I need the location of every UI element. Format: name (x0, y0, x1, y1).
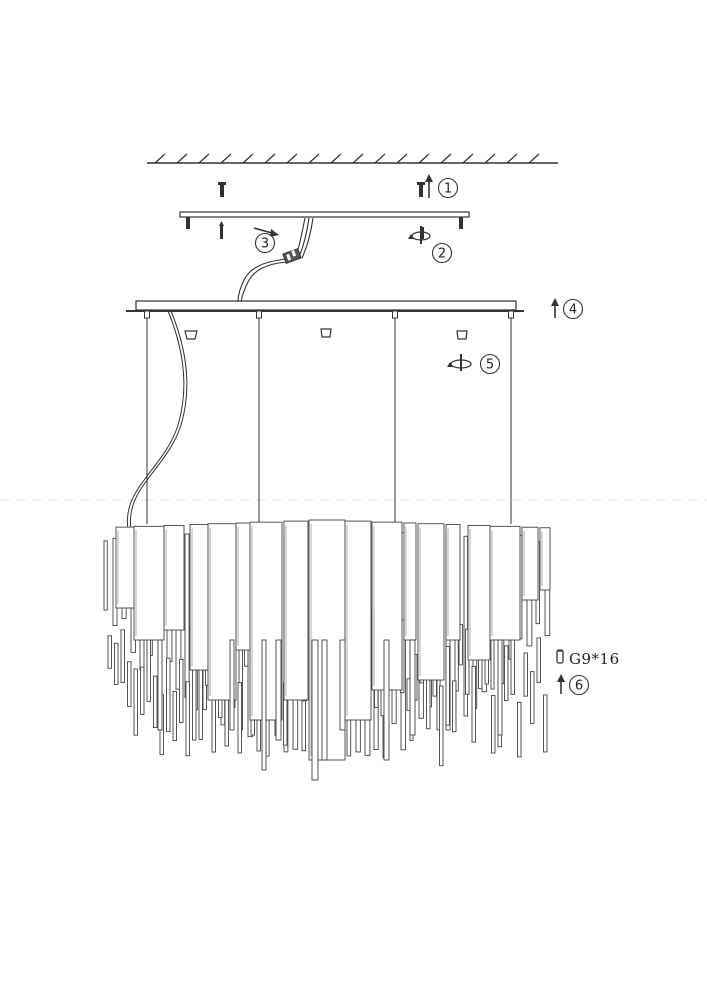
crystal-drop (523, 652, 528, 697)
crystal-panel (133, 525, 165, 641)
crystal-drop (491, 695, 496, 754)
crystal-drop (497, 639, 503, 736)
crystal-drop (211, 692, 216, 753)
cable-grip-icon (184, 328, 468, 340)
crystal-drop (275, 639, 282, 741)
crystal-drop (510, 634, 515, 695)
rotate-icon (408, 226, 431, 244)
step-number: 1 (444, 182, 452, 197)
crystal-drop (179, 659, 184, 723)
power-cord (126, 310, 188, 531)
crystal-drop (185, 681, 190, 757)
crystal-drop (114, 642, 119, 685)
crystal-drop (543, 694, 548, 753)
wire-connector (282, 248, 302, 264)
crystal-panel (467, 524, 491, 661)
crystal-drop (458, 624, 463, 666)
crystal-drop (237, 682, 242, 754)
step-number: 5 (486, 358, 494, 373)
g9-bulb-icon (556, 649, 564, 664)
crystal-drop (172, 690, 177, 741)
ceiling-hatch (154, 153, 540, 164)
crystal-panel (489, 525, 521, 641)
crystal-drop (339, 639, 346, 731)
screw-icon (218, 182, 226, 197)
step-badge: 1 (437, 177, 459, 199)
suspension-cables (144, 310, 514, 524)
crystal-drop (153, 675, 158, 728)
crystal-drop (127, 661, 132, 707)
crystal-chandelier (103, 519, 551, 781)
step-number: 4 (569, 303, 577, 318)
crystal-drop (321, 639, 328, 761)
crystal-drop (192, 661, 197, 741)
crystal-panel (445, 524, 461, 641)
crystal-drop (465, 628, 470, 695)
up-arrow-icon (425, 174, 433, 198)
crystal-drop (146, 633, 151, 702)
crystal-drop (439, 685, 444, 767)
step-badge: 4 (562, 298, 584, 320)
crystal-drop (107, 635, 112, 669)
crystal-drop (383, 639, 390, 761)
crystal-drop (133, 668, 138, 736)
crystal-panel (539, 527, 551, 591)
crystal-drop (166, 657, 171, 733)
crystal-drop (409, 639, 416, 736)
step-badge: 3 (254, 232, 276, 254)
crystal-panel (344, 520, 372, 721)
crystal-drop (261, 639, 267, 771)
step-number: 3 (261, 237, 269, 252)
up-arrow-icon (557, 674, 565, 694)
crystal-drop (311, 639, 319, 781)
crystal-drop (452, 680, 457, 733)
crystal-drop (157, 639, 163, 731)
screw-icon (417, 182, 425, 197)
crystal-prism (184, 533, 190, 698)
up-arrow-icon (551, 298, 559, 318)
crystal-prism (103, 540, 108, 611)
step-number: 2 (438, 247, 446, 262)
connect-arrow-icon (253, 227, 279, 237)
crystal-drop (471, 665, 476, 743)
step-badge: 6 (568, 674, 590, 696)
crystal-panel (417, 523, 445, 681)
crystal-panel (189, 524, 209, 671)
step-badge: 2 (431, 242, 453, 264)
step-number: 6 (575, 679, 583, 694)
bulb-label: G9*16 (569, 650, 620, 668)
crystal-drop (504, 645, 509, 702)
rotate-icon (447, 354, 472, 371)
canopy-bar (126, 300, 524, 312)
crystal-drop (536, 637, 541, 683)
crystal-drop (229, 639, 235, 731)
mounting-plate (179, 211, 470, 239)
crystal-drop (140, 666, 145, 715)
crystal-drop (120, 629, 125, 684)
crystal-drop (198, 667, 203, 740)
crystal-panel (163, 524, 185, 631)
crystal-panel (283, 520, 309, 701)
crystal-drop (517, 701, 522, 758)
canopy-wires (237, 258, 287, 303)
crystal-drop (530, 671, 535, 724)
crystal-drop (445, 646, 450, 726)
crystal-panel (521, 526, 539, 601)
step-badge: 5 (479, 353, 501, 375)
ceiling (147, 153, 558, 164)
